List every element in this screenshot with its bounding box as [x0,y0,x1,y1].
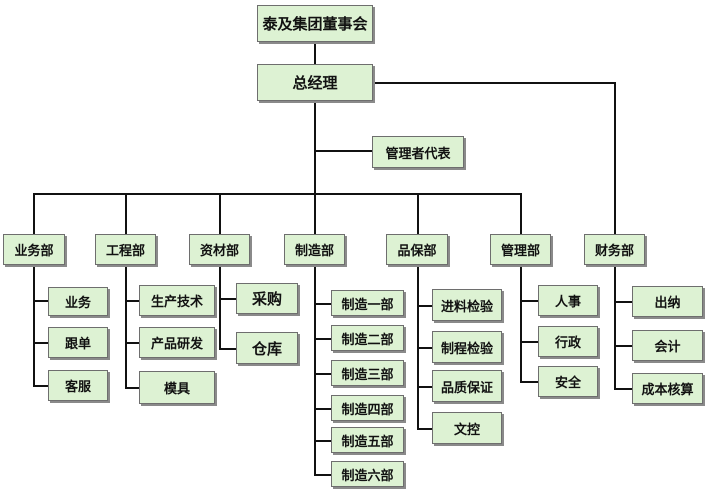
connector-adm-1 [520,300,538,302]
unit-qa-process: 制程检验 [432,331,502,363]
connector-adm-2 [520,341,538,343]
unit-adm-hr: 人事 [538,285,598,316]
unit-eng-production-tech: 生产技术 [139,285,215,316]
connector-materials-trunk [219,265,221,349]
gm-box: 总经理 [257,64,373,101]
connector-rep [314,150,372,152]
connector-mfg-4 [314,408,331,410]
connector-mfg-3 [314,373,331,375]
unit-fin-cashier: 出纳 [632,286,703,317]
connector-finance-trunk [614,265,616,389]
unit-sales-followup: 跟单 [48,327,108,358]
connector-qa-2 [417,347,432,349]
unit-mfg-3: 制造三部 [331,360,404,386]
connector-fin-2 [614,345,632,347]
connector-eng-2 [125,342,139,344]
connector-admin-trunk [520,265,522,382]
connector-fin-3 [614,388,632,390]
connector-drop-engineering [125,193,127,234]
connector-gm-finance [372,82,615,84]
connector-sales-3 [33,385,48,387]
connector-dept-bus [33,193,522,195]
connector-sales-1 [33,300,48,302]
connector-manufacturing-trunk [314,265,316,475]
connector-mat-1 [219,298,236,300]
connector-adm-3 [520,381,538,383]
unit-qa-document-control: 文控 [432,412,502,444]
connector-chairman-gm [314,42,316,64]
connector-qa-4 [417,428,432,430]
unit-mat-purchasing: 采购 [236,283,298,314]
unit-mfg-2: 制造二部 [331,325,404,351]
connector-finance-drop [614,82,616,234]
connector-sales-trunk [33,265,35,386]
connector-mfg-1 [314,303,331,305]
unit-eng-molds: 模具 [139,371,215,404]
unit-mfg-5: 制造五部 [331,427,404,453]
connector-mfg-5 [314,440,331,442]
connector-engineering-trunk [125,265,127,388]
connector-mfg-2 [314,338,331,340]
connector-drop-sales [33,193,35,234]
dept-finance: 财务部 [584,234,645,265]
chairman-box: 泰及集团董事会 [257,5,373,42]
unit-fin-accounting: 会计 [632,330,703,361]
unit-adm-safety: 安全 [538,366,598,397]
connector-mfg-6 [314,474,331,476]
connector-drop-quality [417,193,419,234]
unit-sales-business: 业务 [48,287,108,316]
unit-mfg-4: 制造四部 [331,395,404,421]
connector-fin-1 [614,301,632,303]
unit-qa-assurance: 品质保证 [432,370,502,402]
dept-manufacturing: 制造部 [284,234,345,265]
unit-qa-incoming: 进料检验 [432,289,502,321]
connector-sales-2 [33,342,48,344]
unit-fin-cost-accounting: 成本核算 [632,373,703,404]
connector-eng-1 [125,300,139,302]
connector-drop-admin [520,193,522,234]
dept-sales: 业务部 [3,234,65,265]
unit-mfg-6: 制造六部 [331,461,404,487]
dept-engineering: 工程部 [95,234,156,265]
unit-adm-administration: 行政 [538,326,598,357]
unit-mat-warehouse: 仓库 [236,332,298,364]
connector-drop-materials [219,193,221,234]
dept-materials: 资材部 [189,234,250,265]
unit-eng-product-rd: 产品研发 [139,327,215,358]
dept-quality: 品保部 [386,234,448,265]
connector-gm-trunk [314,101,316,234]
management-rep-box: 管理者代表 [372,136,464,168]
unit-mfg-1: 制造一部 [331,290,404,316]
unit-sales-service: 客服 [48,370,108,401]
connector-mat-2 [219,348,236,350]
connector-eng-3 [125,387,139,389]
connector-qa-1 [417,305,432,307]
connector-qa-3 [417,386,432,388]
dept-admin: 管理部 [490,234,551,265]
